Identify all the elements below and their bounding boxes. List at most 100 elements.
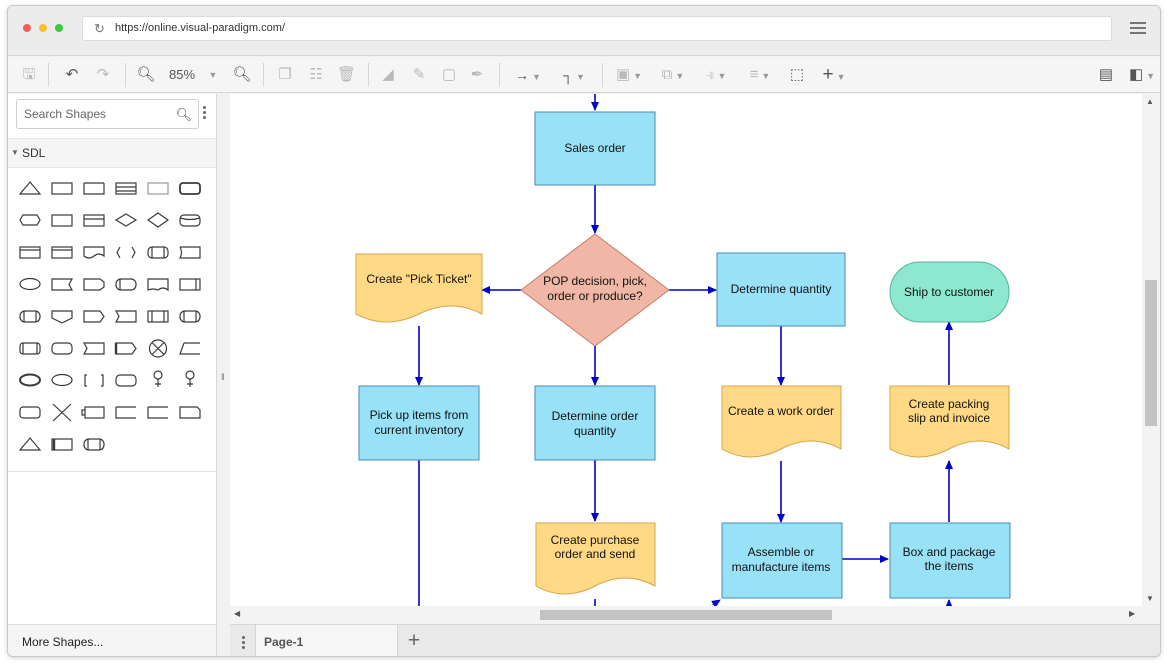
shape-triangle-2[interactable] (18, 437, 42, 451)
shape-table[interactable] (115, 182, 137, 195)
copy-icon[interactable]: ❐ (278, 66, 292, 83)
align-icon[interactable]: ⫣▼ (705, 66, 727, 83)
shape-capsule[interactable] (19, 310, 41, 323)
shape-document-small[interactable] (147, 278, 169, 292)
group-icon[interactable]: ▣▼ (615, 66, 643, 83)
shape-process[interactable] (51, 214, 73, 227)
shape-double-line-box[interactable] (179, 278, 201, 291)
address-bar[interactable]: ↻ https://online.visual-paradigm.com/ (82, 16, 1112, 41)
shape-rectangle-open[interactable] (83, 182, 105, 195)
shape-brackets[interactable] (84, 374, 104, 387)
shape-triangle[interactable] (18, 181, 42, 195)
paste-icon[interactable]: ☷ (309, 66, 323, 83)
search-shapes-input[interactable]: Search Shapes 🔍︎ (16, 99, 199, 129)
sidebar-splitter[interactable]: ‖ (218, 94, 230, 656)
format-painter-icon[interactable]: ✒ (470, 66, 484, 83)
shape-half-dark[interactable] (114, 342, 137, 355)
shape-rounded-bold[interactable] (179, 182, 201, 195)
page-tab-1[interactable]: Page-1 (256, 625, 398, 656)
scroll-up-icon[interactable]: ▲ (1146, 97, 1154, 106)
shape-female-symbol[interactable] (153, 370, 163, 387)
close-window-dot[interactable] (23, 24, 31, 32)
shape-flag-left[interactable] (51, 278, 74, 291)
shape-tag-right-2[interactable] (83, 310, 105, 323)
horizontal-scroll-thumb[interactable] (540, 610, 832, 620)
node-pop-decision[interactable]: POP decision, pick, order or produce? (520, 233, 670, 347)
shape-lined-box-2[interactable] (51, 246, 73, 259)
layout-panel-icon[interactable]: ◧▼ (1128, 66, 1156, 83)
node-create-pick-ticket[interactable]: Create "Pick Ticket" (355, 253, 483, 323)
shape-tag-right[interactable] (83, 278, 105, 291)
add-page-icon[interactable]: + (407, 629, 421, 652)
vertical-scroll-thumb[interactable] (1145, 280, 1157, 426)
shape-ellipse[interactable] (19, 277, 41, 291)
node-box-and-package[interactable]: Box and package the items (889, 522, 1011, 599)
shape-bold-ellipse[interactable] (19, 373, 41, 387)
shape-category-sdl[interactable]: ▼ SDL (8, 138, 216, 168)
shape-open-box-2[interactable] (147, 406, 168, 419)
format-panel-icon[interactable]: ▤ (1098, 66, 1114, 83)
scroll-down-icon[interactable]: ▼ (1146, 594, 1154, 603)
maximize-window-dot[interactable] (55, 24, 63, 32)
shape-cylinder[interactable] (179, 214, 201, 227)
shape-female-symbol-2[interactable] (185, 370, 195, 387)
shape-bold-box[interactable] (51, 438, 73, 451)
shape-pentagon-down[interactable] (51, 310, 73, 324)
shape-rounded-rect[interactable] (51, 342, 73, 355)
shape-rounded-plain[interactable] (19, 406, 41, 419)
shape-lined-rectangle[interactable] (83, 214, 105, 227)
page-options-icon[interactable] (230, 625, 256, 656)
shape-parallelogram[interactable] (179, 342, 200, 355)
more-shapes-button[interactable]: More Shapes... (8, 624, 216, 656)
shape-cut-corner[interactable] (179, 406, 201, 419)
vertical-scrollbar[interactable]: ▲ ▼ (1142, 94, 1160, 624)
zoom-out-icon[interactable]: 🔍︎ (136, 66, 156, 83)
node-create-purchase-order[interactable]: Create purchase order and send (535, 522, 656, 595)
distribute-icon[interactable]: ≡▼ (749, 66, 771, 83)
waypoint-style-icon[interactable]: ┐▼ (563, 67, 585, 83)
connector-style-icon[interactable]: →▼ (515, 67, 541, 83)
fit-to-page-icon[interactable]: ⬚ (789, 66, 805, 83)
scroll-left-icon[interactable]: ◀ (234, 609, 241, 618)
shape-bracket-box[interactable] (81, 406, 105, 419)
node-sales-order[interactable]: Sales order (534, 111, 656, 186)
shape-rounded-process[interactable] (147, 246, 169, 259)
shape-wave[interactable] (83, 246, 105, 259)
diagram-canvas[interactable]: Sales order POP decision, pick, order or… (230, 94, 1160, 624)
shadow-icon[interactable]: ▢ (441, 66, 457, 83)
shape-x-mark[interactable] (52, 403, 72, 422)
shape-boxed[interactable] (147, 310, 169, 323)
redo-icon[interactable]: ↷ (96, 66, 110, 83)
node-create-work-order[interactable]: Create a work order (721, 385, 842, 458)
node-create-packing-slip[interactable]: Create packing slip and invoice (889, 385, 1010, 458)
shape-braces[interactable] (116, 246, 136, 259)
shape-lined-box[interactable] (19, 246, 41, 259)
arrange-icon[interactable]: ⧉▼ (661, 66, 685, 83)
reload-icon[interactable]: ↻ (94, 21, 105, 36)
undo-icon[interactable]: ↶ (65, 66, 79, 83)
zoom-in-icon[interactable]: 🔍︎ (232, 66, 252, 83)
shape-rounded-ends[interactable] (115, 278, 137, 291)
shape-hexagon[interactable] (19, 214, 41, 226)
zoom-level[interactable]: 85% (168, 67, 196, 82)
shape-pill[interactable] (179, 310, 201, 323)
shape-capsule-2[interactable] (83, 438, 105, 451)
fill-color-icon[interactable]: ◢ (382, 66, 394, 83)
minimize-window-dot[interactable] (39, 24, 47, 32)
shape-flag-notch[interactable] (82, 342, 105, 355)
shape-rectangle[interactable] (51, 182, 73, 195)
search-icon[interactable]: 🔍︎ (175, 107, 192, 122)
node-assemble-items[interactable]: Assemble or manufacture items (721, 522, 843, 599)
scroll-right-icon[interactable]: ▶ (1129, 609, 1136, 618)
node-pick-up-items[interactable]: Pick up items from current inventory (358, 385, 480, 461)
shape-ellipse-thin[interactable] (51, 373, 73, 387)
shape-bracket-rectangle[interactable] (178, 246, 201, 259)
horizontal-scrollbar[interactable]: ◀ ▶ (230, 606, 1142, 624)
shape-open-box[interactable] (115, 406, 136, 419)
sidebar-options-icon[interactable] (203, 106, 206, 121)
shape-x-circle[interactable] (148, 339, 168, 358)
node-ship-to-customer[interactable]: Ship to customer (889, 261, 1010, 323)
line-color-icon[interactable]: ✎ (412, 66, 426, 83)
shape-diamond[interactable] (114, 213, 138, 227)
zoom-dropdown-icon[interactable]: ▼ (208, 70, 218, 80)
